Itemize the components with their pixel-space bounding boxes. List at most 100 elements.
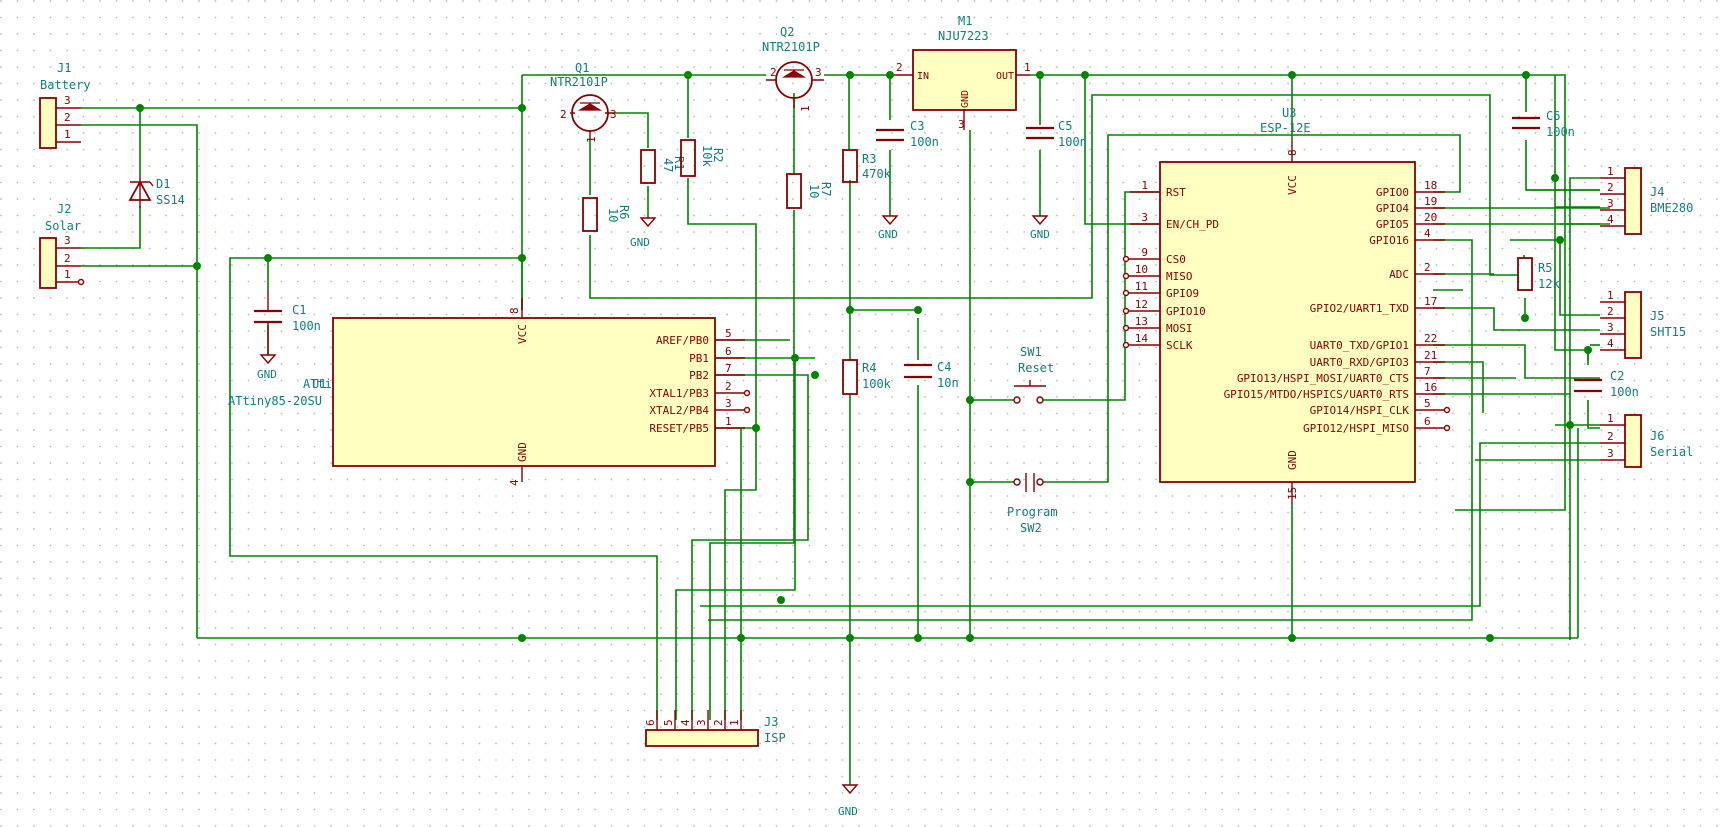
q2-value: NTR2101P	[762, 40, 820, 54]
u3-pin-18-num: 18	[1424, 179, 1437, 192]
j5-pin4: 4	[1607, 337, 1614, 350]
u3-gnd-name: GND	[1286, 450, 1299, 470]
j6-pin3: 3	[1607, 447, 1614, 460]
transistor-q1: Q1 NTR2101P 2 3 1	[550, 61, 617, 143]
c2-value: 100n	[1610, 385, 1639, 399]
capacitor-c5: C5 100n	[1026, 119, 1087, 149]
capacitor-c3: C3 100n	[876, 119, 939, 149]
u3-pin-20-num: 20	[1424, 211, 1437, 224]
u1-value-label: ATtiny85-20SU	[228, 394, 322, 408]
q2-pin3: 3	[815, 66, 822, 79]
gnd-c3-label: GND	[878, 228, 898, 241]
switch-sw1: SW1 Reset	[1013, 345, 1054, 404]
j5-pin2: 2	[1607, 305, 1614, 318]
j1-pin2: 2	[64, 111, 71, 124]
u3-pin-13-name: MOSI	[1166, 322, 1193, 335]
u3-pin-7-num: 7	[1424, 365, 1431, 378]
u3-pin-20-name: GPIO5	[1376, 218, 1409, 231]
u3-pin-6-name: GPIO12/HSPI_MISO	[1303, 422, 1409, 435]
u3-pin-3-name: EN/CH_PD	[1166, 218, 1219, 231]
u3-pin-2-num: 2	[1424, 261, 1431, 274]
j2-pin2: 2	[64, 252, 71, 265]
q1-pin3: 3	[610, 108, 617, 121]
r1-ref: R1	[672, 156, 686, 170]
j1-value: Battery	[40, 78, 91, 92]
r3-ref: R3	[862, 152, 876, 166]
c4-value: 10n	[937, 376, 959, 390]
j5-pin3: 3	[1607, 321, 1614, 334]
u1-pin-1-num: 1	[725, 415, 732, 428]
u3-pin-10-num: 10	[1135, 263, 1148, 276]
resistor-r3: R3 470k	[842, 149, 892, 183]
r7-ref: R7	[819, 182, 833, 196]
j6-pin2: 2	[1607, 430, 1614, 443]
u1-pin-2-name: XTAL1/PB3	[649, 387, 709, 400]
j5-ref: J5	[1650, 309, 1664, 323]
u3-gnd-num: 15	[1286, 487, 1299, 500]
u1-ref: U1	[312, 377, 326, 391]
j3-ref: J3	[764, 715, 778, 729]
q2-pin2: 2	[770, 66, 777, 79]
u3-pin-14-name: SCLK	[1166, 339, 1193, 352]
j4-value: BME280	[1650, 201, 1693, 215]
u1-pin-1-name: RESET/PB5	[649, 422, 709, 435]
c6-ref: C6	[1546, 109, 1560, 123]
r6-ref: R6	[617, 205, 631, 219]
connector-j4: J4 BME280	[1624, 167, 1693, 235]
u3-pin-1-num: 1	[1141, 179, 1148, 192]
c2-ref: C2	[1610, 369, 1624, 383]
c3-value: 100n	[910, 135, 939, 149]
sw1-value: Reset	[1018, 361, 1054, 375]
j3-pin4: 4	[679, 719, 692, 726]
d1-ref: D1	[156, 177, 170, 191]
connector-j1: J1 Battery 3 2 1	[39, 61, 91, 149]
gnd-c5-label: GND	[1030, 228, 1050, 241]
c4-ref: C4	[937, 360, 951, 374]
r5-value: 12k	[1538, 277, 1560, 291]
j1-ref: J1	[57, 61, 71, 75]
j3-pin2: 2	[712, 719, 725, 726]
u3-pin-3-num: 3	[1141, 211, 1148, 224]
u3-pin-6-num: 6	[1424, 415, 1431, 428]
j2-ref: J2	[57, 202, 71, 216]
j2-value: Solar	[45, 219, 81, 233]
u3-pin-19-num: 19	[1424, 195, 1437, 208]
u3-pin-2-name: ADC	[1389, 268, 1409, 281]
j3-pin6: 6	[644, 719, 657, 726]
u3-ref: U3	[1282, 106, 1296, 120]
connector-j3: J3 ISP	[645, 715, 786, 747]
gnd-symbols: GND GND GND GND GND	[257, 215, 1050, 818]
j1-pin3: 3	[64, 94, 71, 107]
transistor-q2: Q2 NTR2101P 2 3 1	[762, 25, 824, 112]
u3-pin-21-name: UART0_RXD/GPIO3	[1310, 356, 1409, 369]
j6-ref: J6	[1650, 429, 1664, 443]
r4-ref: R4	[862, 361, 876, 375]
u3-pin-17-num: 17	[1424, 295, 1437, 308]
sw2-value: Program	[1007, 505, 1058, 519]
q2-pin1: 1	[799, 105, 812, 112]
j4-pin4: 4	[1607, 213, 1614, 226]
u1-gnd-name: GND	[516, 442, 529, 462]
c5-ref: C5	[1058, 119, 1072, 133]
u3-pin-22-num: 22	[1424, 332, 1437, 345]
u1-pin-7-name: PB2	[689, 369, 709, 382]
u1-pin-6-num: 6	[725, 345, 732, 358]
u3-pin-18-name: GPIO0	[1376, 186, 1409, 199]
capacitor-c2: C2 100n	[1574, 369, 1639, 399]
mcu-u1: ATtiny85-20SU 8 VCC 4 GND	[303, 298, 716, 486]
u3-pin-21-num: 21	[1424, 349, 1437, 362]
u1-pin-3-name: XTAL2/PB4	[649, 404, 709, 417]
resistor-r1: 47 R1	[640, 149, 686, 184]
r2-value: 10k	[700, 145, 714, 167]
u1-pin-6-name: PB1	[689, 352, 709, 365]
c6-value: 100n	[1546, 125, 1575, 139]
u3-pin-10-name: MISO	[1166, 270, 1193, 283]
j3-pin1: 1	[728, 719, 741, 726]
sw2-ref: SW2	[1020, 521, 1042, 535]
u3-pin-5-num: 5	[1424, 397, 1431, 410]
u3-pin-11-name: GPIO9	[1166, 287, 1199, 300]
r7-value: 10	[807, 184, 821, 198]
u3-pin-19-name: GPIO4	[1376, 202, 1409, 215]
